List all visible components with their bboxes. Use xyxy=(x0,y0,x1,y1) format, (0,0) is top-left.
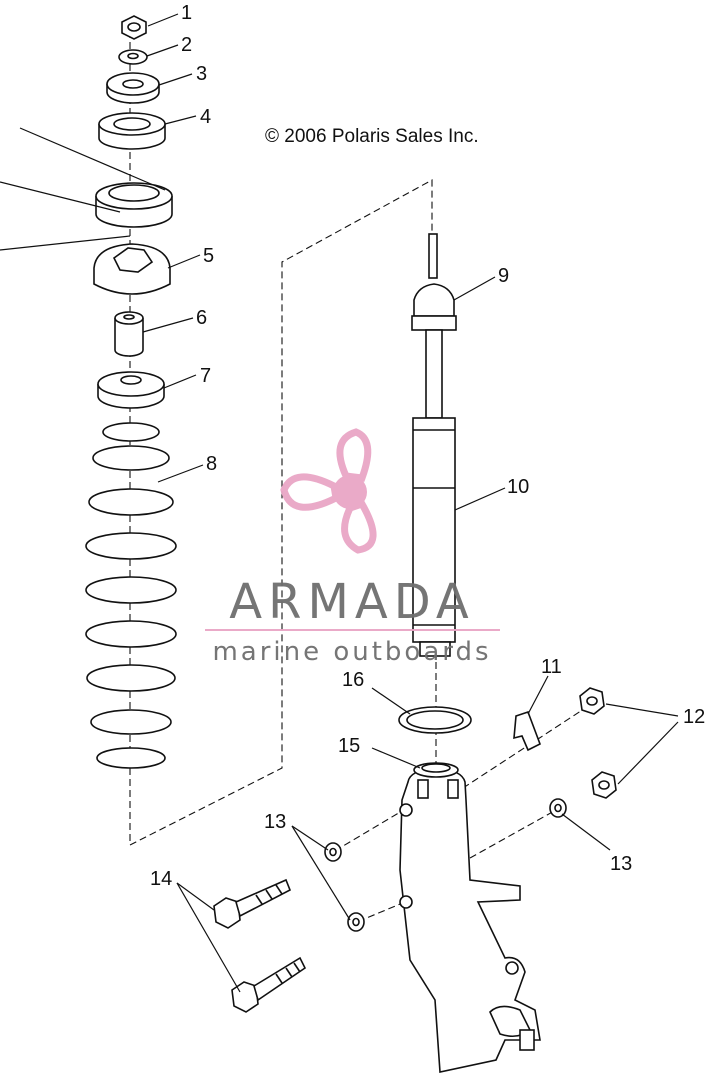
spring-seat-cup xyxy=(95,182,173,228)
lower-spring-seat xyxy=(97,371,165,409)
callout-10: 10 xyxy=(507,476,529,498)
watermark-subtitle: marine outboards xyxy=(212,637,491,667)
bolt-upper xyxy=(213,878,292,929)
lock-nut-lower xyxy=(591,771,617,799)
callout-16: 16 xyxy=(342,669,364,691)
top-nut xyxy=(121,15,147,40)
small-washer xyxy=(118,49,148,65)
armada-watermark: ARMADA marine outboards xyxy=(205,428,500,667)
callout-9: 9 xyxy=(498,265,509,287)
callout-labels: 1 2 3 4 5 6 7 8 9 10 11 12 13 13 14 15 1… xyxy=(150,2,705,890)
propeller-icon xyxy=(280,428,377,554)
callout-12: 12 xyxy=(683,706,705,728)
copyright-text: © 2006 Polaris Sales Inc. xyxy=(265,126,479,147)
retaining-clip xyxy=(513,710,542,752)
assembly-guide-lines xyxy=(129,20,591,923)
top-bushing xyxy=(106,72,160,104)
callout-4: 4 xyxy=(200,106,211,128)
callout-15: 15 xyxy=(338,735,360,757)
callout-7: 7 xyxy=(200,365,211,387)
callout-3: 3 xyxy=(196,63,207,85)
washer-left-lower xyxy=(347,912,365,932)
callout-2: 2 xyxy=(181,34,192,56)
callout-5: 5 xyxy=(203,245,214,267)
lock-nut-upper xyxy=(579,687,605,715)
callout-13-right: 13 xyxy=(610,853,632,875)
spring-retainer xyxy=(93,243,171,295)
bump-stop xyxy=(114,311,144,357)
upper-mount xyxy=(98,112,166,150)
bolt-lower xyxy=(231,956,307,1013)
coil-spring xyxy=(85,422,177,769)
callout-14: 14 xyxy=(150,868,172,890)
washer-right xyxy=(549,798,567,818)
steering-knuckle xyxy=(399,762,541,1073)
strut-cartridge xyxy=(411,233,457,657)
watermark-title: ARMADA xyxy=(229,574,474,630)
callout-8: 8 xyxy=(206,453,217,475)
leader-lines xyxy=(0,13,679,993)
o-ring xyxy=(398,706,472,734)
callout-6: 6 xyxy=(196,307,207,329)
washer-left-upper xyxy=(324,842,342,862)
callout-11: 11 xyxy=(541,656,562,678)
callout-13-left: 13 xyxy=(264,811,286,833)
callout-1: 1 xyxy=(181,2,192,24)
